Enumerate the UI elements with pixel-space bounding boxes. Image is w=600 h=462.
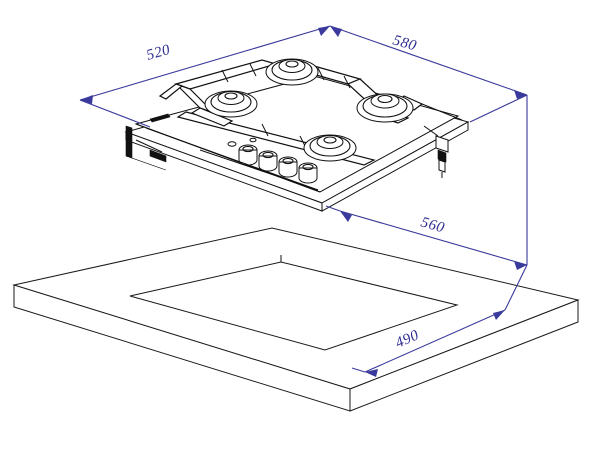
countertop-cutout-opening [129,261,459,351]
ext-line-490-left [351,367,366,373]
grate-finger-2 [249,63,257,77]
countertop [12,227,580,412]
hob-rim-detail [145,127,319,191]
hob-side-rail-right [421,103,463,121]
hob-vent-slot [149,113,171,123]
dim-arrow-520-end [318,26,330,36]
grate-finger-1 [221,69,229,83]
grate-finger-3 [317,67,325,81]
grate-front-left [190,107,234,127]
gas-hob [124,58,470,212]
control-knob-3[interactable] [278,156,298,178]
dim-arrow-580-start [330,26,342,37]
control-knob-2[interactable] [258,150,278,172]
grate-rail-left [158,83,184,100]
ext-line-hob-right [469,94,528,123]
dimension-cutout-width: 560 [339,210,528,270]
dim-arrow-490-end [493,310,505,320]
grate-rear-left [174,59,279,90]
dim-arrow-580-end [514,90,527,99]
burner-left-front [204,90,258,118]
dim-label-560: 560 [419,214,446,236]
extension-lines [79,94,528,373]
control-knobs [227,137,318,184]
control-knob-1[interactable] [238,144,258,166]
dim-label-520: 520 [145,42,172,64]
burner-rear-center [265,58,319,86]
dimension-hob-depth: 520 [79,25,331,104]
ext-line-cutout-left [325,205,341,212]
dim-arrow-490-start [365,369,378,377]
grate-finger-5 [261,123,269,137]
control-knob-4[interactable] [298,162,318,184]
hob-base-edge-front-right [321,121,469,212]
dim-line-490 [364,309,506,373]
dim-line-560 [339,210,528,266]
dim-line-580 [329,25,528,96]
countertop-front-right-edge [349,299,579,412]
dim-label-580: 580 [391,32,418,54]
dimension-layer: 520 580 560 490 [79,25,528,377]
igniter-button-2 [249,137,257,143]
dim-line-520 [79,25,331,101]
gas-inlet-connector [423,125,449,178]
igniter-button-1 [227,141,237,147]
dim-arrow-560-end [514,261,527,270]
ext-line-hob-left [79,99,151,128]
burners [204,58,414,162]
burner-right-rear [356,93,414,123]
dimension-hob-width: 580 [329,25,528,99]
dim-arrow-520-start [80,95,93,104]
hob-top-deck [134,75,460,193]
dim-arrow-560-start [340,211,352,222]
mounting-bracket-left [125,125,167,171]
grate-finger-4 [343,75,351,89]
burner-center-front [303,134,357,162]
ext-line-490-right [504,264,528,311]
